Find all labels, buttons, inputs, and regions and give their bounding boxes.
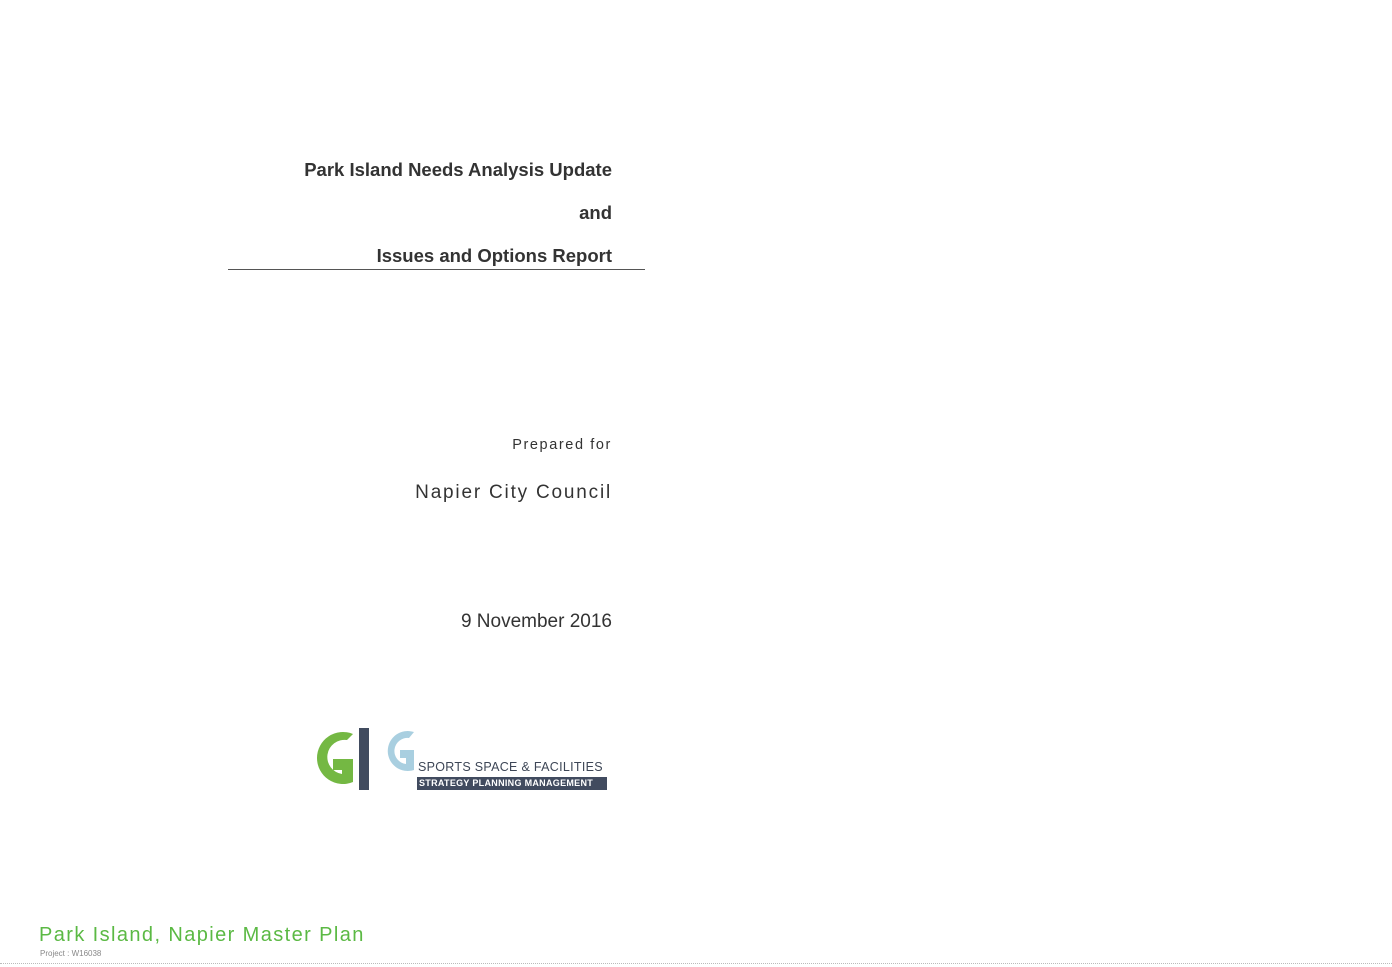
glg-logo-mark: [317, 728, 414, 790]
report-date: 9 November 2016: [460, 611, 612, 632]
footer-divider: [0, 963, 1392, 964]
report-title-line-1: Park Island Needs Analysis Update: [304, 159, 612, 180]
report-title-line-2: and: [579, 202, 612, 223]
prepared-for-label: Prepared for: [512, 437, 612, 453]
report-title-block: Park Island Needs Analysis Update and Is…: [304, 148, 612, 277]
footer-title: Park Island, Napier Master Plan: [39, 924, 365, 946]
footer-project-number: Project : W16038: [40, 949, 102, 958]
logo-band: [417, 777, 607, 790]
glg-logo: SPORTS SPACE & FACILITIES STRATEGY PLANN…: [301, 726, 609, 792]
logo-subline: STRATEGY PLANNING MANAGEMENT: [419, 778, 594, 788]
title-divider: [228, 269, 645, 270]
client-name: Napier City Council: [415, 482, 612, 503]
report-title-line-3: Issues and Options Report: [376, 245, 612, 266]
logo-tagline: SPORTS SPACE & FACILITIES: [418, 760, 603, 774]
